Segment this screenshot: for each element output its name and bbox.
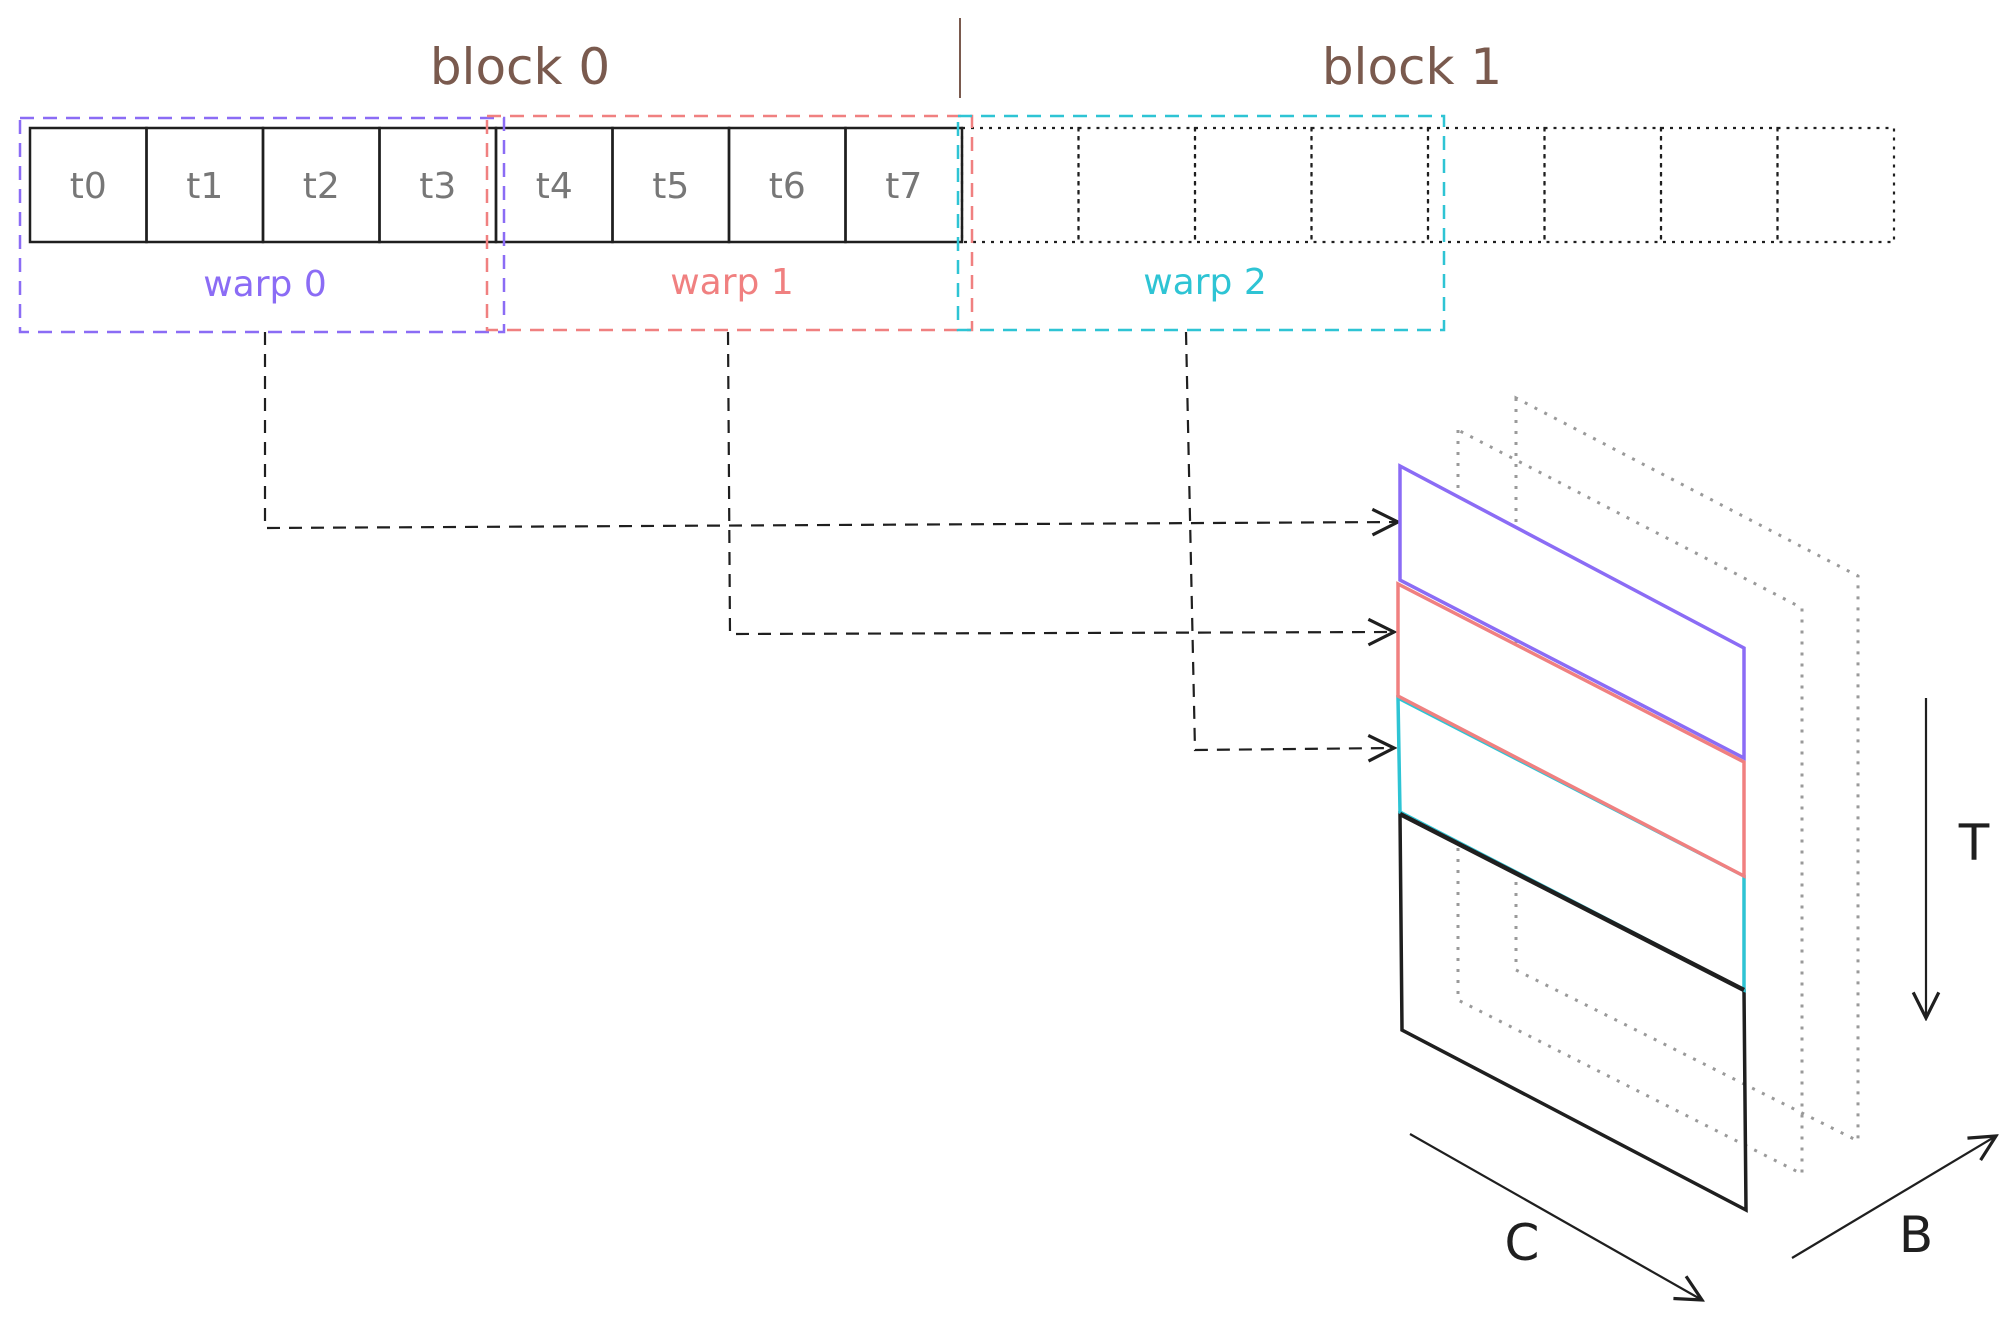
c-axis-label: C xyxy=(1505,1214,1540,1272)
warp-1-arrow xyxy=(726,331,1394,634)
thread-label-t4: t4 xyxy=(536,166,573,207)
thread-label-t6: t6 xyxy=(769,166,806,207)
empty-thread-cell xyxy=(1659,126,1779,244)
warp-0-label: warp 0 xyxy=(203,264,327,305)
thread-label-t5: t5 xyxy=(652,166,689,207)
empty-thread-cells xyxy=(960,126,1896,244)
empty-thread-cell xyxy=(1310,126,1430,244)
warp-2-box xyxy=(956,114,1446,332)
thread-cells: t0 t1 t2 t3 t4 t5 t6 t7 xyxy=(28,126,964,244)
b-axis-arrow xyxy=(1791,1136,1996,1259)
c-axis-arrow xyxy=(1409,1133,1702,1300)
empty-thread-cell xyxy=(1543,126,1663,244)
thread-label-t3: t3 xyxy=(419,166,456,207)
thread-cell xyxy=(844,126,964,244)
warp-1-box xyxy=(485,114,974,332)
warp-0-box xyxy=(18,116,506,334)
block-1-label: block 1 xyxy=(1322,38,1502,96)
b-axis-label: B xyxy=(1899,1206,1933,1264)
thread-label-t7: t7 xyxy=(885,166,922,207)
empty-thread-cell xyxy=(1077,126,1197,244)
thread-label-t2: t2 xyxy=(303,166,340,207)
thread-label-t0: t0 xyxy=(70,166,107,207)
block-0-label: block 0 xyxy=(430,38,610,96)
warp-2-arrow xyxy=(1184,331,1394,750)
t-axis-label: T xyxy=(1958,814,1990,872)
warp-0-arrow xyxy=(263,332,1398,528)
thread-label-t1: t1 xyxy=(186,166,223,207)
back-slice-1 xyxy=(1456,427,1804,1177)
empty-thread-cell xyxy=(960,126,1080,244)
empty-thread-cell xyxy=(1193,126,1313,244)
empty-thread-cell xyxy=(1426,126,1546,244)
warp-2-label: warp 2 xyxy=(1143,262,1267,303)
empty-thread-cell xyxy=(1776,126,1896,244)
warp-1-band xyxy=(1396,581,1746,879)
warp-1-label: warp 1 xyxy=(670,262,794,303)
warp-0-band xyxy=(1398,463,1746,761)
warp-2-band-bottom-edge xyxy=(1398,811,1746,993)
